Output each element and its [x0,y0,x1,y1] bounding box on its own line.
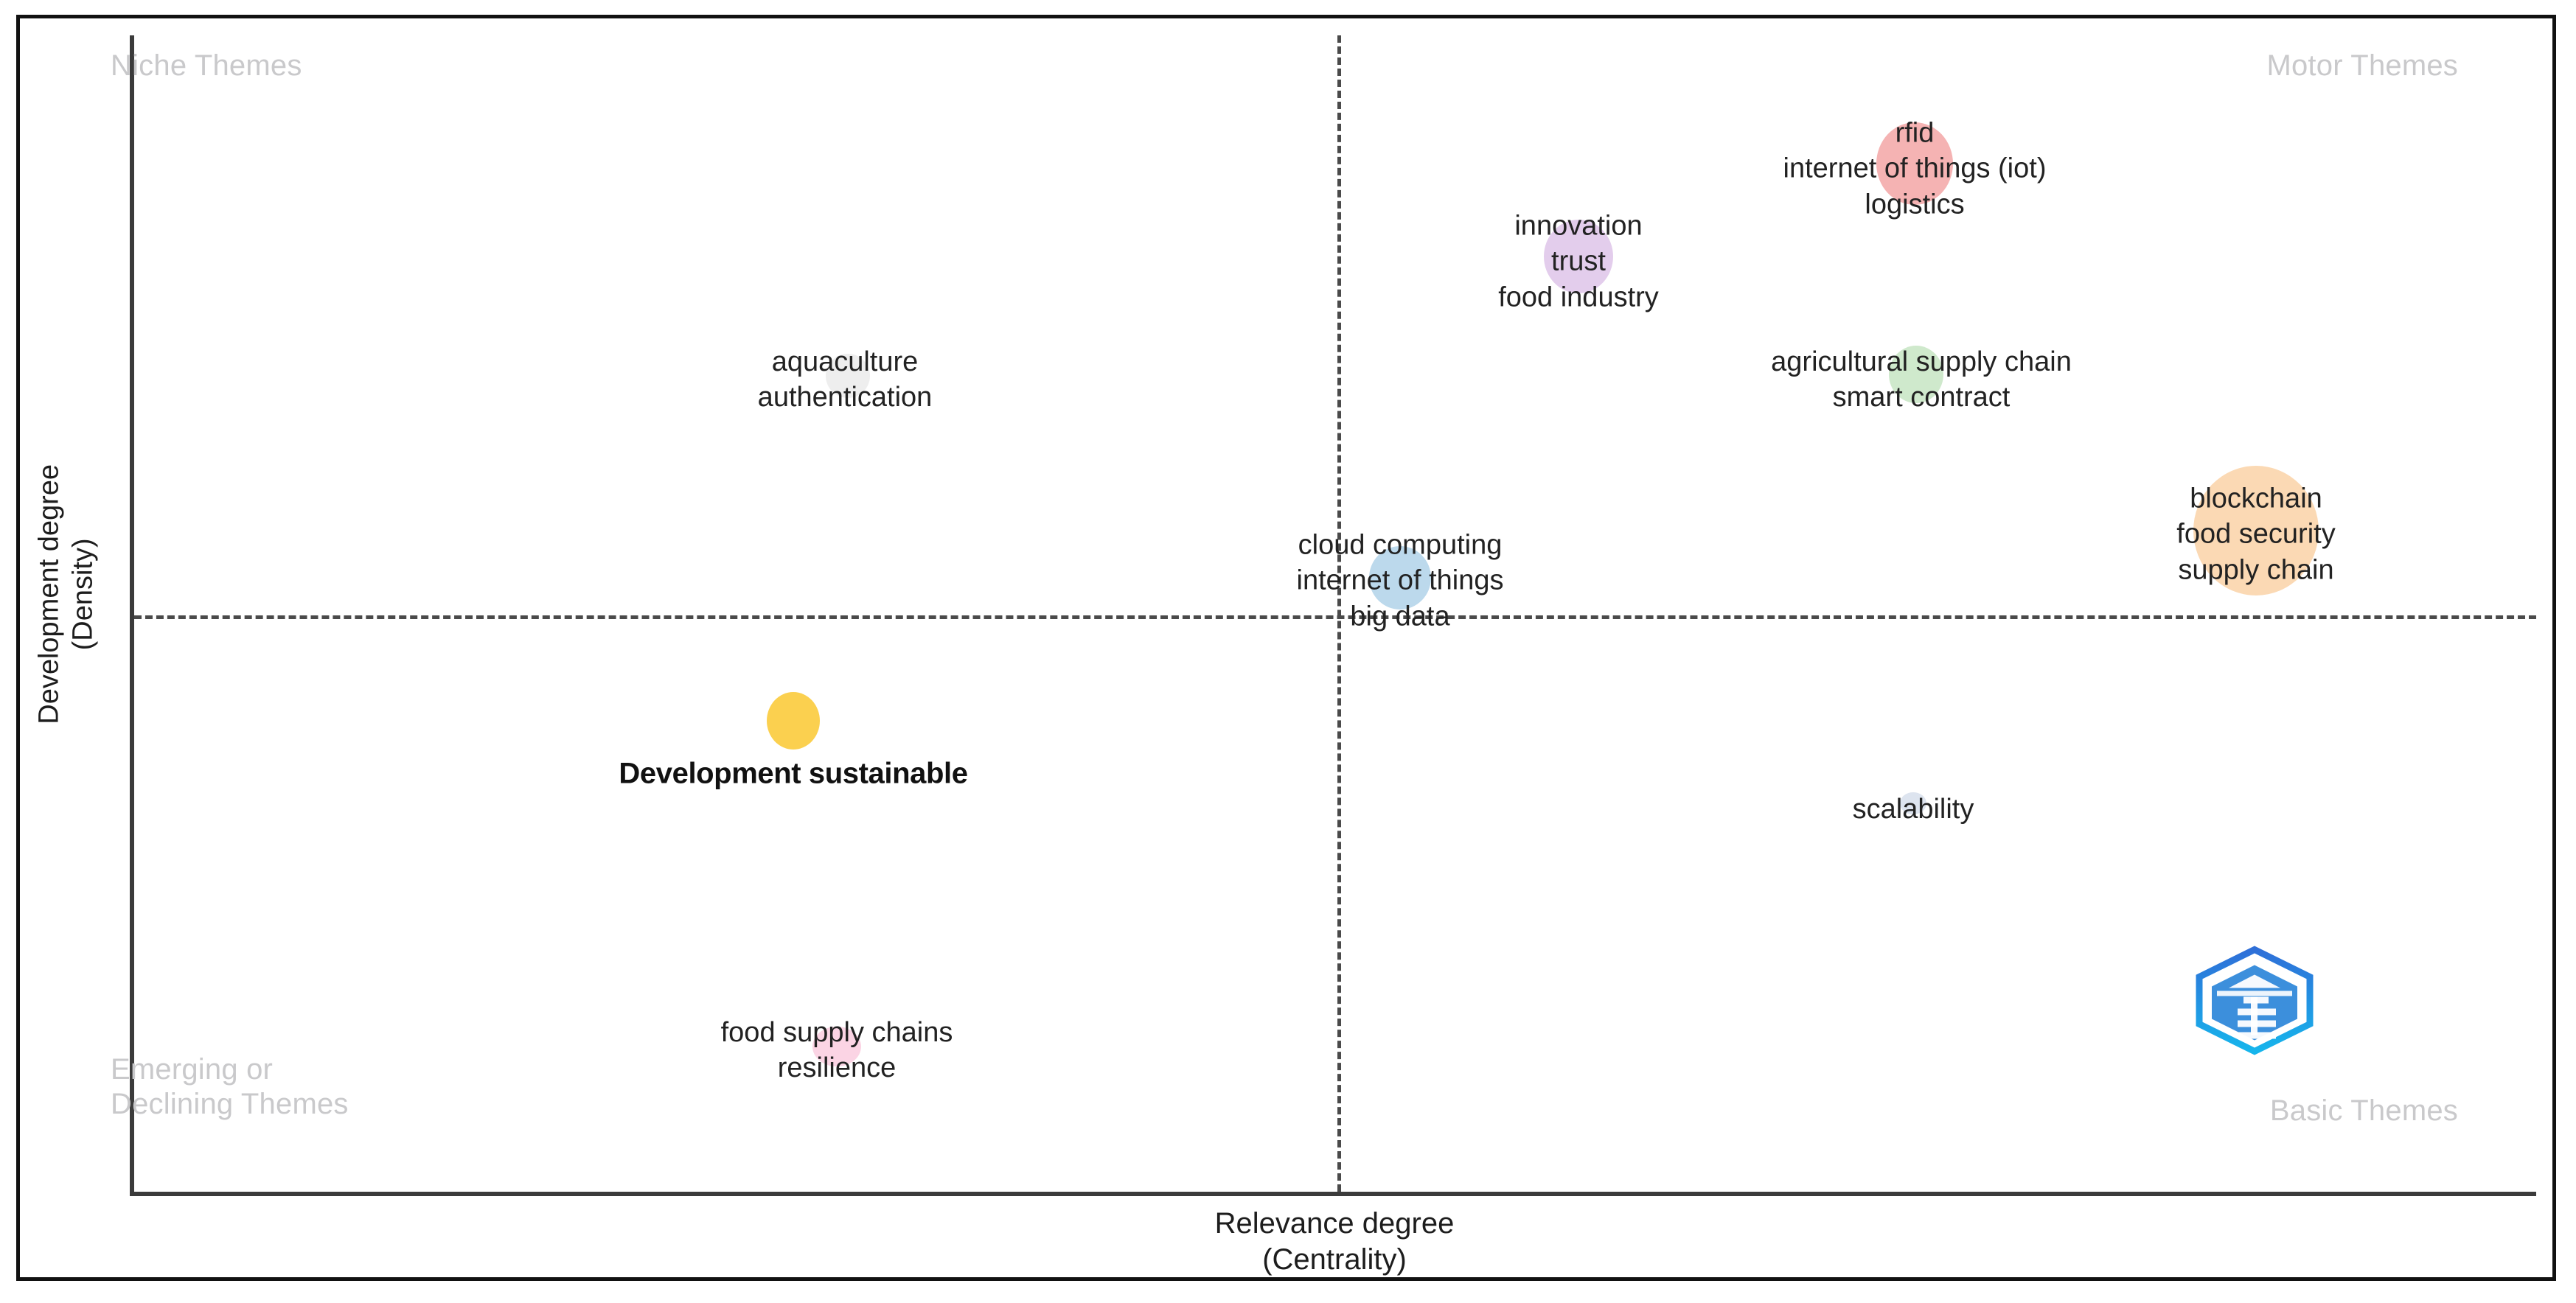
plot-area: Niche Themes Motor Themes Emerging or De… [111,35,2536,1196]
cluster-label-development-sustainable: Development sustainable [619,755,968,793]
bubble-food-supply-chains[interactable] [812,1027,861,1066]
quadrant-label-basic: Basic Themes [2269,1094,2458,1127]
bubble-cloud-computing[interactable] [1369,546,1431,609]
y-axis-title: Development degree (Density) [33,464,99,724]
quadrant-label-niche: Niche Themes [111,49,302,82]
bubble-aquaculture[interactable] [826,354,870,398]
bubble-rfid[interactable] [1876,122,1953,205]
hexagon-logo-watermark [2192,946,2317,1060]
figure-outer-frame [16,15,2556,1281]
bubble-trust[interactable] [1544,220,1613,293]
horizontal-divider-line [134,615,2536,619]
bubble-agricultural-supply-chain[interactable] [1889,346,1943,403]
x-axis-title: Relevance degree (Centrality) [1214,1207,1455,1276]
quadrant-label-emerging: Emerging or Declining Themes [111,1053,349,1121]
bubble-development-sustainable[interactable] [767,692,820,750]
keyword: Development sustainable [619,757,968,790]
quadrant-label-motor: Motor Themes [2266,49,2458,82]
vertical-divider-line [1337,35,1341,1192]
bubble-blockchain[interactable] [2193,466,2319,595]
bubble-scalability[interactable] [1900,792,1926,814]
